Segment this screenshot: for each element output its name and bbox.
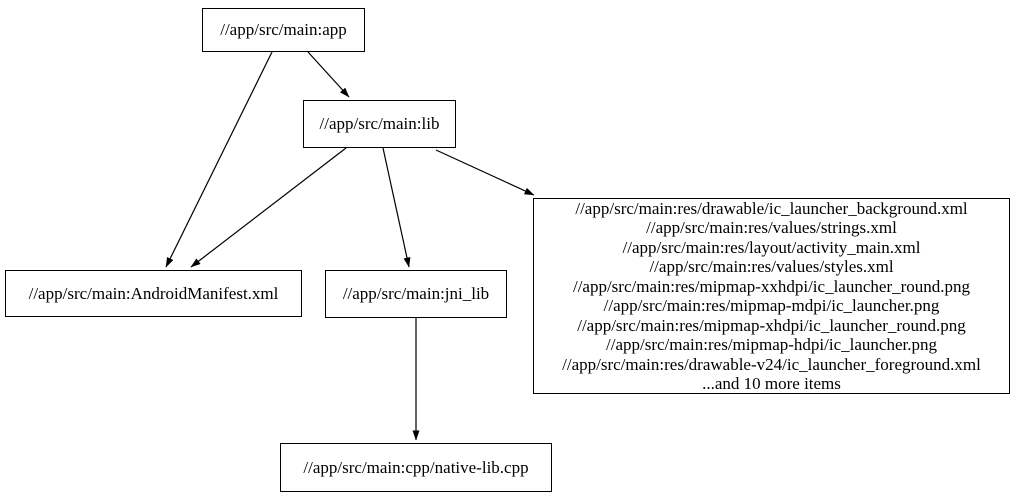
- node-app-label: //app/src/main:app: [220, 20, 347, 40]
- node-android-manifest-label: //app/src/main:AndroidManifest.xml: [28, 283, 279, 303]
- res-file-line: //app/src/main:res/mipmap-xxhdpi/ic_laun…: [572, 276, 971, 296]
- edge-app-to-manifest: [165, 51, 273, 268]
- res-file-more-items: ...and 10 more items: [702, 374, 841, 393]
- res-file-line: //app/src/main:res/values/styles.xml: [649, 257, 894, 276]
- res-file-line: //app/src/main:res/mipmap-xhdpi/ic_launc…: [577, 315, 966, 335]
- node-native-lib-cpp: //app/src/main:cpp/native-lib.cpp: [280, 443, 552, 492]
- node-app: //app/src/main:app: [202, 8, 365, 52]
- node-lib-label: //app/src/main:lib: [319, 114, 440, 134]
- node-jni-lib-label: //app/src/main:jni_lib: [342, 284, 490, 304]
- node-jni-lib: //app/src/main:jni_lib: [325, 270, 507, 318]
- node-android-manifest: //app/src/main:AndroidManifest.xml: [5, 270, 302, 317]
- node-lib: //app/src/main:lib: [303, 100, 456, 148]
- res-file-line: //app/src/main:res/values/strings.xml: [646, 218, 897, 237]
- res-file-line: //app/src/main:res/mipmap-mdpi/ic_launch…: [603, 296, 940, 315]
- res-file-line: //app/src/main:res/mipmap-hdpi/ic_launch…: [606, 335, 937, 354]
- res-file-line: //app/src/main:res/drawable/ic_launcher_…: [575, 198, 968, 218]
- edge-lib-to-jni-lib: [382, 147, 411, 268]
- edge-lib-to-res-group: [435, 149, 535, 196]
- edge-lib-to-manifest: [190, 147, 347, 268]
- res-file-line: //app/src/main:res/drawable-v24/ic_launc…: [562, 354, 981, 374]
- node-native-lib-cpp-label: //app/src/main:cpp/native-lib.cpp: [303, 457, 529, 477]
- node-res-file-group: //app/src/main:res/drawable/ic_launcher_…: [533, 198, 1010, 394]
- edge-app-to-lib: [307, 51, 350, 98]
- res-file-line: //app/src/main:res/layout/activity_main.…: [622, 237, 921, 257]
